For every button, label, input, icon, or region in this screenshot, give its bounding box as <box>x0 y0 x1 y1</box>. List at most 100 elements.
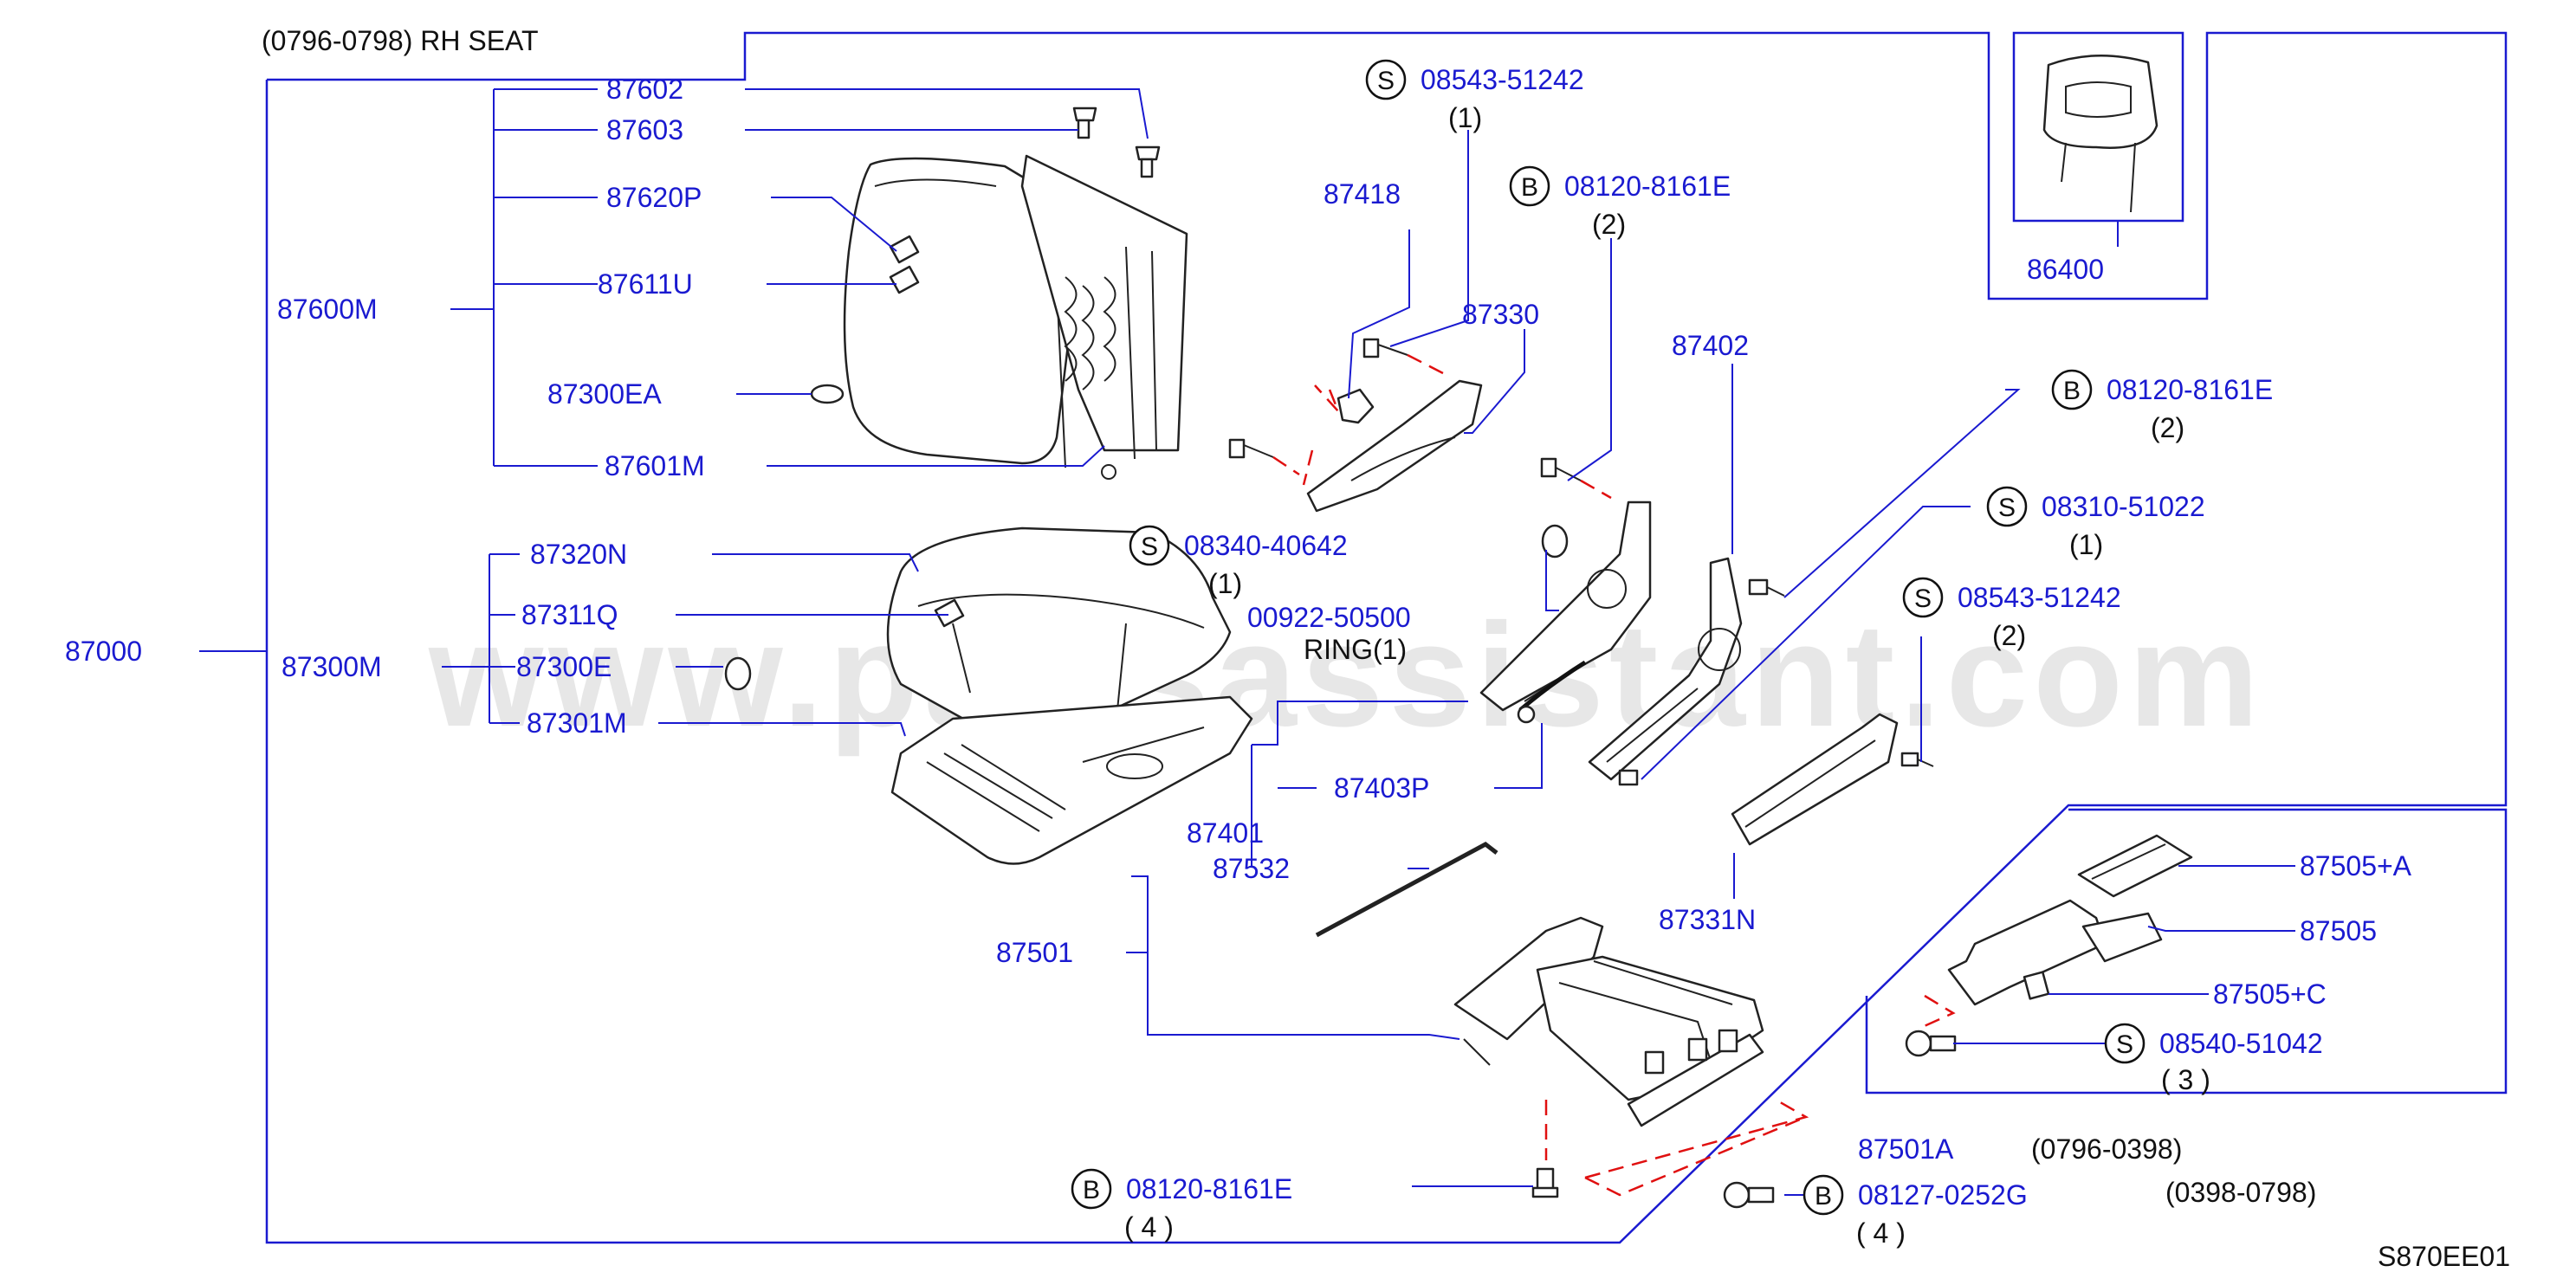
spring-drawing <box>1518 660 1587 712</box>
callout-marker-b08120b-text: B <box>2063 377 2081 405</box>
label-86400: 86400 <box>2027 254 2104 285</box>
screw-08340-drawing <box>1228 438 1274 459</box>
knob-drawing <box>1517 705 1536 724</box>
outer-frame <box>265 31 2508 1244</box>
callout-part-s08310: 08310-51022 <box>2042 491 2205 522</box>
label-87300EA: 87300EA <box>547 378 662 410</box>
callout-marker-s08543b-text: S <box>1914 584 1932 613</box>
callout-marker-s08540 <box>2104 1023 2146 1064</box>
label-87401: 87401 <box>1187 817 1264 849</box>
label-87501A: 87501A <box>1858 1133 1954 1165</box>
diagram-code: S870EE01 <box>2378 1241 2510 1272</box>
label-87601M: 87601M <box>605 450 705 481</box>
label-87602: 87602 <box>606 74 683 105</box>
callout-qty-b08120b: (2) <box>2151 412 2184 443</box>
red-guide-2 <box>1272 455 1300 476</box>
bracket-87505-drawing <box>1947 899 2163 1006</box>
callout-qty-s08540: ( 3 ) <box>2161 1064 2210 1095</box>
label-ring: RING(1) <box>1304 634 1407 665</box>
label-87331N: 87331N <box>1659 904 1756 935</box>
label-87000: 87000 <box>65 636 142 667</box>
callout-marker-s08340-text: S <box>1141 533 1158 561</box>
callout-part-s08543a: 08543-51242 <box>1421 64 1584 95</box>
label-87505A: 87505+A <box>2300 850 2412 881</box>
ring-87300E-drawing <box>724 656 752 691</box>
callout-marker-s08310-text: S <box>1998 494 2016 522</box>
label-87330: 87330 <box>1462 299 1539 330</box>
callout-marker-s08543a <box>1365 59 1407 100</box>
callout-part-s08340: 08340-40642 <box>1184 530 1348 561</box>
callout-part-b08120b: 08120-8161E <box>2107 374 2273 405</box>
callout-marker-s08310 <box>1986 486 2028 527</box>
headrest-drawing <box>2042 54 2159 213</box>
label-87311Q: 87311Q <box>521 599 618 630</box>
callout-marker-b08127-text: B <box>1815 1182 1832 1211</box>
callout-marker-b08127 <box>1803 1174 1844 1216</box>
callout-part-b08120a: 08120-8161E <box>1564 171 1731 202</box>
callout-part-s08540: 08540-51042 <box>2159 1028 2323 1059</box>
date-range-08127: (0398-0798) <box>2165 1177 2316 1208</box>
red-guide-7 <box>1918 994 1956 1030</box>
label-87603: 87603 <box>606 114 683 145</box>
callout-marker-b08120a <box>1509 165 1550 207</box>
label-87320N: 87320N <box>530 539 627 570</box>
recliner-87402-drawing <box>1588 557 1785 786</box>
callout-marker-s08340 <box>1129 525 1170 566</box>
callout-marker-s08543b <box>1902 577 1944 618</box>
label-87301M: 87301M <box>527 707 627 739</box>
headrest-box <box>2012 31 2184 223</box>
label-87505: 87505 <box>2300 915 2377 946</box>
label-87620P: 87620P <box>606 182 702 213</box>
label-87600M: 87600M <box>277 294 378 325</box>
callout-part-b08120c: 08120-8161E <box>1126 1173 1292 1204</box>
ring-00922-drawing <box>1541 524 1569 559</box>
cover-87418-drawing <box>1337 388 1375 424</box>
red-guide-6 <box>1544 1098 1809 1197</box>
clip-87602-drawing <box>1135 145 1161 178</box>
adjuster-box <box>1865 808 2508 1095</box>
callout-qty-b08120c: ( 4 ) <box>1124 1211 1174 1243</box>
label-87403P: 87403P <box>1334 772 1429 804</box>
bolt-08540-drawing <box>1905 1030 1957 1057</box>
callout-marker-b08120a-text: B <box>1521 173 1538 202</box>
bracket-87331N-drawing <box>1731 713 1934 846</box>
leader-lines <box>199 88 2295 1196</box>
callout-qty-s08310: (1) <box>2069 529 2103 560</box>
slide-rail-87501-drawing <box>1453 916 1764 1127</box>
clip-87505C-drawing <box>2023 971 2050 1000</box>
label-00922-50500: 00922-50500 <box>1247 602 1411 633</box>
red-guide-3 <box>1314 384 1340 412</box>
callout-qty-b08127: ( 4 ) <box>1856 1217 1906 1249</box>
red-guide-5 <box>1580 479 1612 500</box>
label-87501: 87501 <box>996 937 1073 968</box>
callout-part-b08127: 08127-0252G <box>1858 1179 2028 1211</box>
bracket-87505A-drawing <box>2077 834 2193 898</box>
label-87532: 87532 <box>1213 853 1290 884</box>
page-title: (0796-0798) RH SEAT <box>262 25 539 56</box>
label-87611U: 87611U <box>598 268 693 300</box>
callout-qty-s08543b: (2) <box>1992 620 2026 651</box>
label-87402: 87402 <box>1672 330 1749 361</box>
callout-marker-b08120c-text: B <box>1083 1176 1100 1204</box>
bolt-08120c-drawing <box>1531 1167 1559 1198</box>
seat-cushion-drawing <box>886 526 1253 865</box>
bolt-08127-drawing <box>1723 1181 1775 1209</box>
callout-qty-s08340: (1) <box>1208 568 1242 599</box>
callout-qty-s08543a: (1) <box>1448 102 1482 133</box>
seat-back-drawing <box>843 154 1188 480</box>
date-range-87501A: (0796-0398) <box>2031 1133 2182 1165</box>
red-guide-4 <box>1302 449 1314 486</box>
screw-08543-drawing <box>1362 338 1408 358</box>
callout-marker-s08540-text: S <box>2116 1030 2133 1059</box>
label-87300E: 87300E <box>516 651 612 682</box>
callout-marker-b08120b <box>2051 369 2093 410</box>
callout-marker-s08543a-text: S <box>1377 67 1395 95</box>
callout-qty-b08120a: (2) <box>1592 209 1626 240</box>
callout-part-s08543b: 08543-51242 <box>1958 582 2121 613</box>
red-guide-1 <box>1407 353 1446 376</box>
cover-87330-drawing <box>1306 379 1483 513</box>
label-87300M: 87300M <box>282 651 382 682</box>
label-87505C: 87505+C <box>2213 978 2327 1010</box>
clip-87603-drawing <box>1072 107 1097 139</box>
